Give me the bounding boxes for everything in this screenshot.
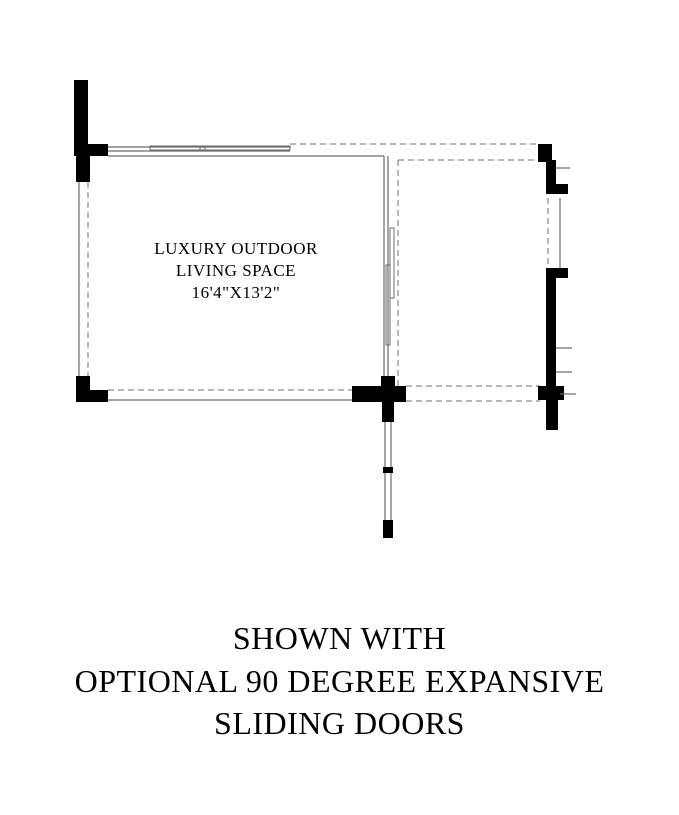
- room-name-line1: LUXURY OUTDOOR: [154, 239, 318, 258]
- caption-line1: SHOWN WITH: [232, 620, 447, 656]
- top-slider-track: [108, 143, 540, 157]
- adjacent-area-outline: [397, 159, 540, 402]
- room-dimensions: 16'4"X13'2": [192, 283, 281, 302]
- lower-wall-stub: [382, 402, 394, 538]
- bottom-wall: [108, 376, 406, 402]
- room-name-line2: LIVING SPACE: [176, 261, 296, 280]
- room-right-side: [383, 156, 395, 376]
- caption-line2: OPTIONAL 90 DEGREE EXPANSIVE: [74, 663, 605, 699]
- right-wall: [538, 144, 576, 430]
- caption-line3: SLIDING DOORS: [214, 705, 465, 741]
- left-wall: [74, 80, 108, 402]
